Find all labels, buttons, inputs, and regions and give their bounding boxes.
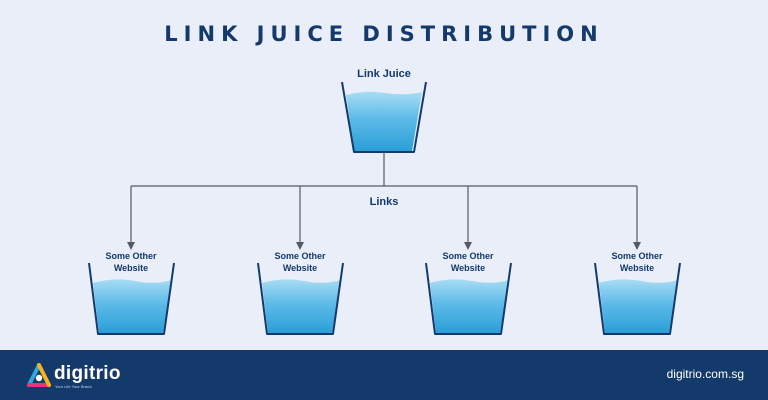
website-url[interactable]: digitrio.com.sg <box>666 367 744 381</box>
triangle-logo-icon <box>27 363 51 387</box>
target-label-3-line1: Some Other <box>442 251 494 261</box>
brand-logo[interactable]: digitrio Your Life Your Brand <box>26 362 126 390</box>
link-connectors <box>127 152 641 250</box>
page-title: LINK JUICE DISTRIBUTION <box>164 22 604 46</box>
target-label-4-line1: Some Other <box>611 251 663 261</box>
links-label: Links <box>369 196 399 208</box>
target-label-2: Some Other Website <box>255 250 345 274</box>
target-label-3: Some Other Website <box>423 250 513 274</box>
target-glass-4 <box>594 262 681 335</box>
target-label-1-line1: Some Other <box>105 251 157 261</box>
target-label-4-line2: Website <box>619 263 655 273</box>
diagram-canvas <box>88 81 681 335</box>
source-label: Link Juice <box>357 68 411 80</box>
footer-bar: digitrio Your Life Your Brand digitrio.c… <box>0 350 768 400</box>
target-glass-1 <box>88 262 175 335</box>
target-label-1: Some Other Website <box>86 250 176 274</box>
target-label-1-line2: Website <box>113 263 149 273</box>
target-label-4: Some Other Website <box>592 250 682 274</box>
target-label-2-line1: Some Other <box>274 251 326 261</box>
source-glass-water <box>346 91 422 151</box>
brand-tagline: Your Life Your Brand <box>55 384 92 389</box>
target-glass-3 <box>425 262 512 335</box>
target-label-2-line2: Website <box>282 263 318 273</box>
brand-name: digitrio <box>54 363 121 384</box>
target-glass-2 <box>257 262 344 335</box>
source-glass <box>341 81 427 153</box>
target-label-3-line2: Website <box>450 263 486 273</box>
